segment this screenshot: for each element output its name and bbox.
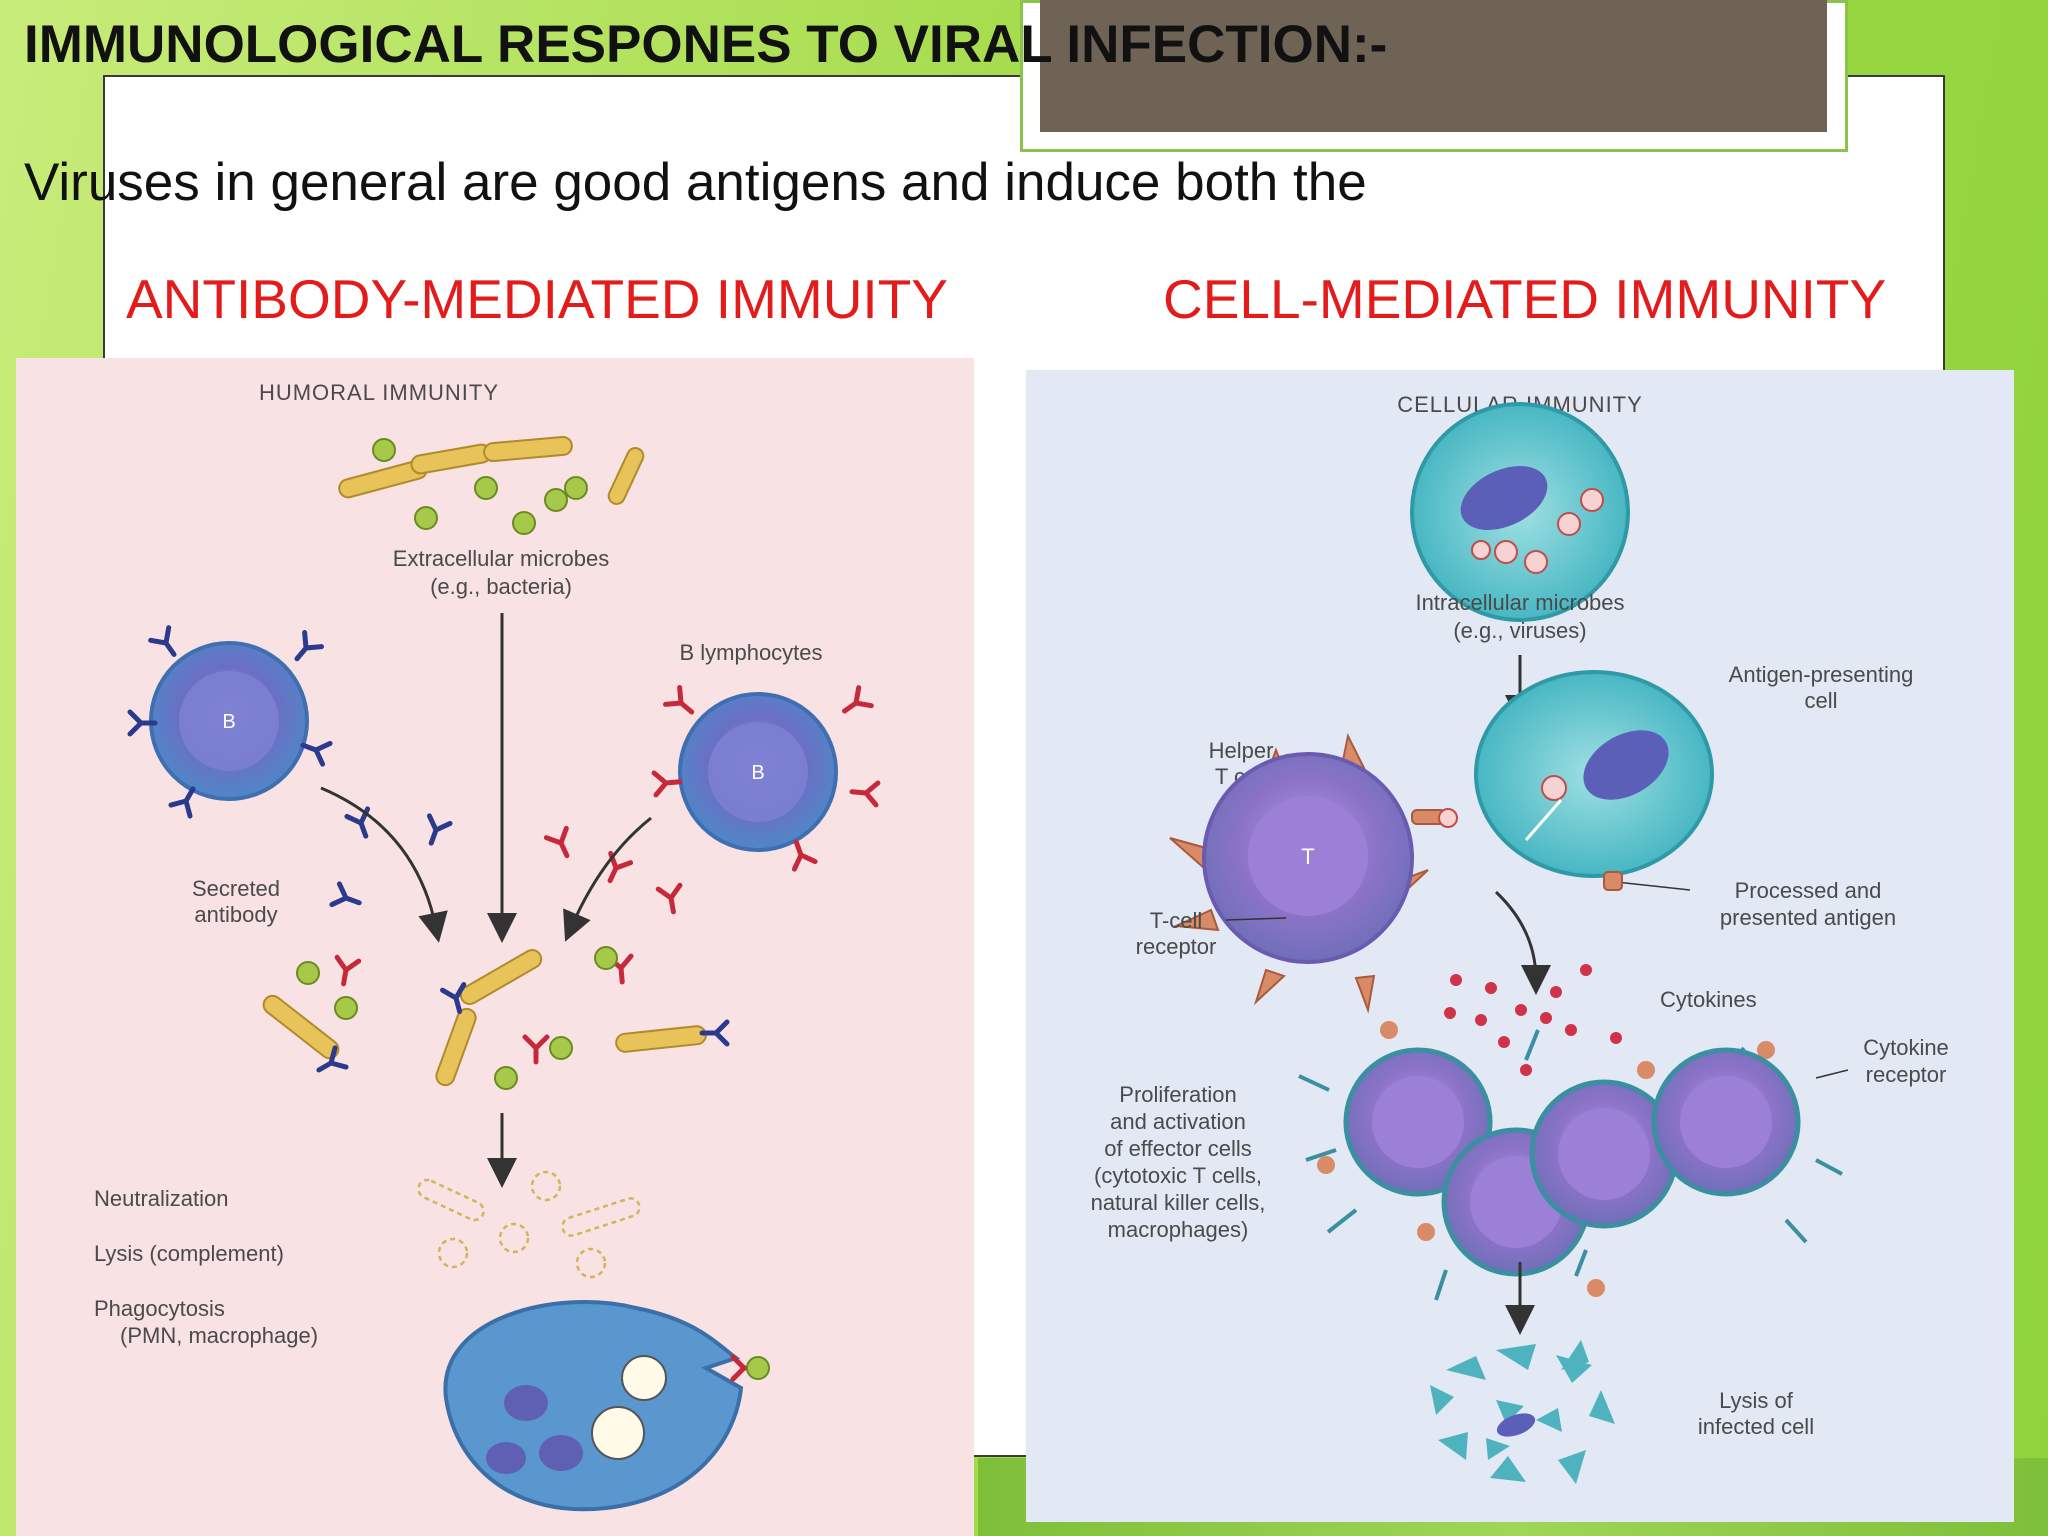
proliferation-label-4: (cytotoxic T cells, — [1094, 1163, 1262, 1188]
intracellular-microbes-label: Intracellular microbes — [1415, 590, 1624, 615]
proliferation-label-3: of effector cells — [1104, 1136, 1252, 1161]
extracellular-microbes-example: (e.g., bacteria) — [430, 574, 572, 599]
b-lymphocytes-label: B lymphocytes — [679, 640, 822, 665]
intracellular-microbes-example: (e.g., viruses) — [1453, 618, 1586, 643]
b-cell-letter: B — [222, 711, 235, 733]
processed-antigen-label-2: presented antigen — [1720, 905, 1896, 930]
arrow-curved-right — [563, 816, 652, 942]
apc-label-2: cell — [1804, 688, 1837, 713]
slide-title: IMMUNOLOGICAL RESPONES TO VIRAL INFECTIO… — [24, 15, 1388, 74]
lysed-infected-cell-icon — [1430, 1340, 1615, 1484]
processed-antigen-label: Processed and — [1735, 878, 1882, 903]
decorative-dark-box — [1040, 0, 1827, 132]
extracellular-microbes-label: Extracellular microbes — [393, 546, 609, 571]
cytokines-label: Cytokines — [1660, 987, 1757, 1012]
antigen-presenting-cell — [1474, 670, 1714, 878]
cytokine-receptor-label-2: receptor — [1866, 1062, 1947, 1087]
lysis-of-infected-cell-label-2: infected cell — [1698, 1414, 1814, 1439]
lysis-complement-label: Lysis (complement) — [94, 1241, 284, 1266]
proliferation-label-5: natural killer cells, — [1091, 1190, 1266, 1215]
proliferation-label-1: Proliferation — [1119, 1082, 1236, 1107]
helper-t-cell: T — [1169, 732, 1458, 1014]
effector-cells-cluster — [1298, 1021, 1843, 1301]
apc-label: Antigen-presenting — [1729, 662, 1914, 687]
tcr-label-2: receptor — [1136, 934, 1217, 959]
heading-cell-mediated: CELL-MEDIATED IMMUNITY — [1163, 268, 1887, 330]
lysis-of-infected-cell-label: Lysis of — [1719, 1388, 1794, 1413]
proliferation-label-2: and activation — [1110, 1109, 1246, 1134]
cytokine-receptor-label: Cytokine — [1863, 1035, 1949, 1060]
antibody-antigen-complexes — [262, 946, 727, 1090]
cellular-immunity-diagram: CELLULAR IMMUNITY Intracellular microbes… — [1026, 370, 2014, 1522]
lysed-microbes — [417, 1170, 641, 1279]
humoral-immunity-diagram: HUMORAL IMMUNITY Extracellular microbes … — [16, 358, 974, 1536]
tcr-label: T-cell — [1150, 908, 1203, 933]
arrow-curved — [1494, 890, 1551, 995]
arrow-curved-left — [320, 786, 448, 943]
b-cell-left: B — [130, 628, 330, 816]
bacteria-icon — [338, 435, 645, 535]
b-cell-letter-right: B — [751, 762, 764, 784]
cytokines-icon — [1444, 964, 1622, 1076]
phagocytosis-label: Phagocytosis — [94, 1296, 225, 1321]
t-cell-letter: T — [1301, 844, 1314, 869]
heading-antibody-mediated: ANTIBODY-MEDIATED IMMUITY — [126, 268, 948, 330]
secreted-antibodies — [332, 809, 684, 914]
secreted-antibody-label-2: antibody — [194, 902, 277, 927]
presented-antigen-icon — [1603, 871, 1623, 891]
phagocyte-cell — [443, 1300, 770, 1512]
neutralization-label: Neutralization — [94, 1186, 229, 1211]
proliferation-label-6: macrophages) — [1108, 1217, 1249, 1242]
infected-cell-icon — [1410, 402, 1630, 622]
intro-text: Viruses in general are good antigens and… — [24, 153, 1367, 212]
b-cell-right: B — [654, 688, 878, 870]
humoral-title: HUMORAL IMMUNITY — [259, 380, 499, 405]
helper-t-cell-label: Helper — [1209, 738, 1274, 763]
secreted-antibody-label: Secreted — [192, 876, 280, 901]
phagocytosis-cells-label: (PMN, macrophage) — [120, 1323, 318, 1348]
